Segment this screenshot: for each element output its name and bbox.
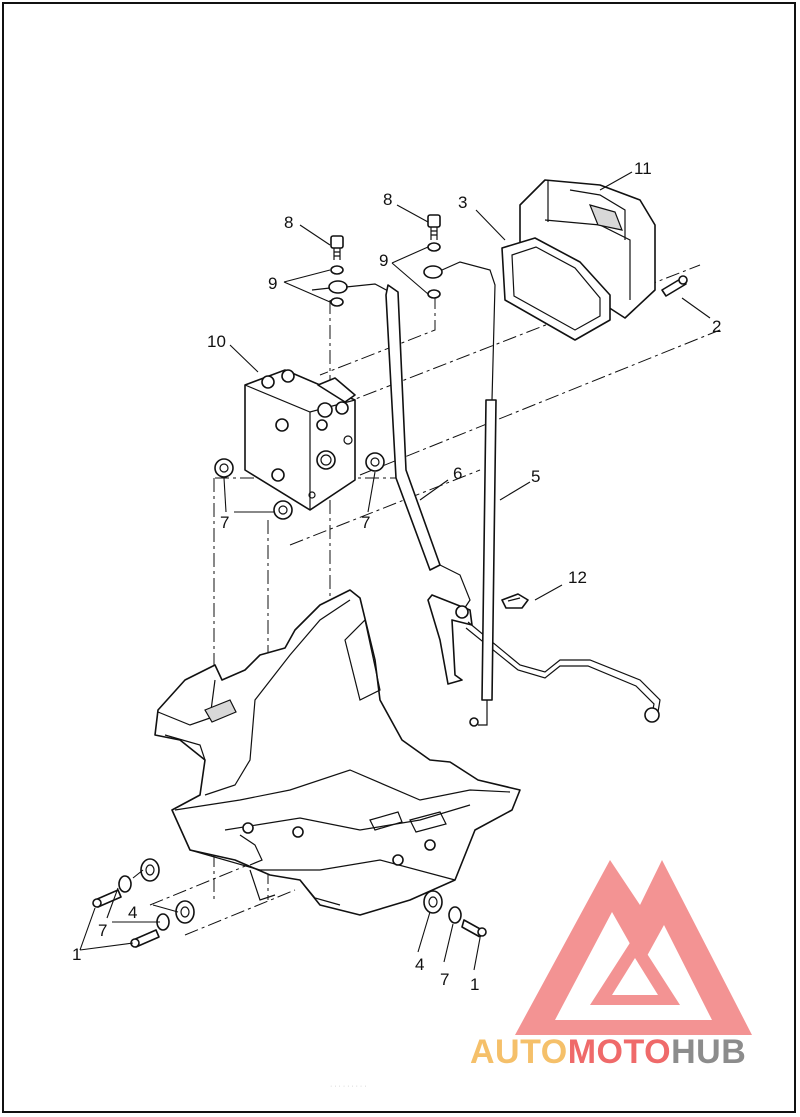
callout-9-left: 9 bbox=[268, 274, 277, 293]
callout-8-left: 8 bbox=[284, 213, 293, 232]
abs-module-part bbox=[244, 369, 356, 511]
watermark-word-auto: AUTO bbox=[470, 1033, 568, 1071]
callout-12: 12 bbox=[568, 568, 587, 587]
callout-11: 11 bbox=[634, 159, 652, 178]
grommets-part-7 bbox=[214, 452, 385, 520]
watermark-wordmark: AUTOMOTOHUB bbox=[470, 1033, 746, 1072]
callout-7-bottom-left: 7 bbox=[98, 921, 107, 940]
callout-6: 6 bbox=[453, 464, 462, 483]
gasket-part bbox=[501, 237, 611, 341]
callout-9-right: 9 bbox=[379, 251, 388, 270]
callout-7-bottom-right: 7 bbox=[440, 970, 449, 989]
watermark-word-hub: HUB bbox=[671, 1033, 747, 1071]
footer-code: · · · · · · · · · bbox=[330, 1083, 367, 1090]
brake-line-5 bbox=[441, 261, 497, 727]
callout-8-right: 8 bbox=[383, 190, 392, 209]
callout-5: 5 bbox=[531, 467, 540, 486]
callout-7-module-left: 7 bbox=[220, 513, 229, 532]
clip-part-12 bbox=[501, 593, 529, 609]
callout-1-left: 1 bbox=[72, 945, 81, 964]
callout-1-right: 1 bbox=[470, 975, 479, 994]
watermark-logo-icon bbox=[515, 860, 752, 1035]
abs-cover-part bbox=[519, 179, 656, 319]
isolators-part-4 bbox=[140, 858, 443, 924]
banjo-bolt-left-part bbox=[330, 235, 344, 260]
callout-4-left: 4 bbox=[128, 903, 137, 922]
callout-labels: 1 1 2 3 4 4 5 6 7 7 7 7 8 8 9 9 10 11 12 bbox=[72, 159, 721, 994]
screw-part-2 bbox=[661, 275, 688, 297]
banjo-bolt-right-part bbox=[427, 214, 441, 240]
washers-part-9 bbox=[328, 242, 443, 307]
callout-3: 3 bbox=[458, 193, 467, 212]
brake-line-6 bbox=[311, 283, 661, 723]
screws-part-1 bbox=[92, 889, 487, 948]
callout-4-right: 4 bbox=[415, 955, 424, 974]
watermark-word-moto: MOTO bbox=[567, 1033, 672, 1071]
washers-part-7-bottom bbox=[118, 875, 462, 931]
callout-10: 10 bbox=[207, 332, 226, 351]
mounting-tray-part bbox=[154, 589, 521, 916]
callout-7-module-right: 7 bbox=[361, 513, 370, 532]
callout-2: 2 bbox=[712, 317, 721, 336]
leader-lines bbox=[79, 171, 711, 971]
